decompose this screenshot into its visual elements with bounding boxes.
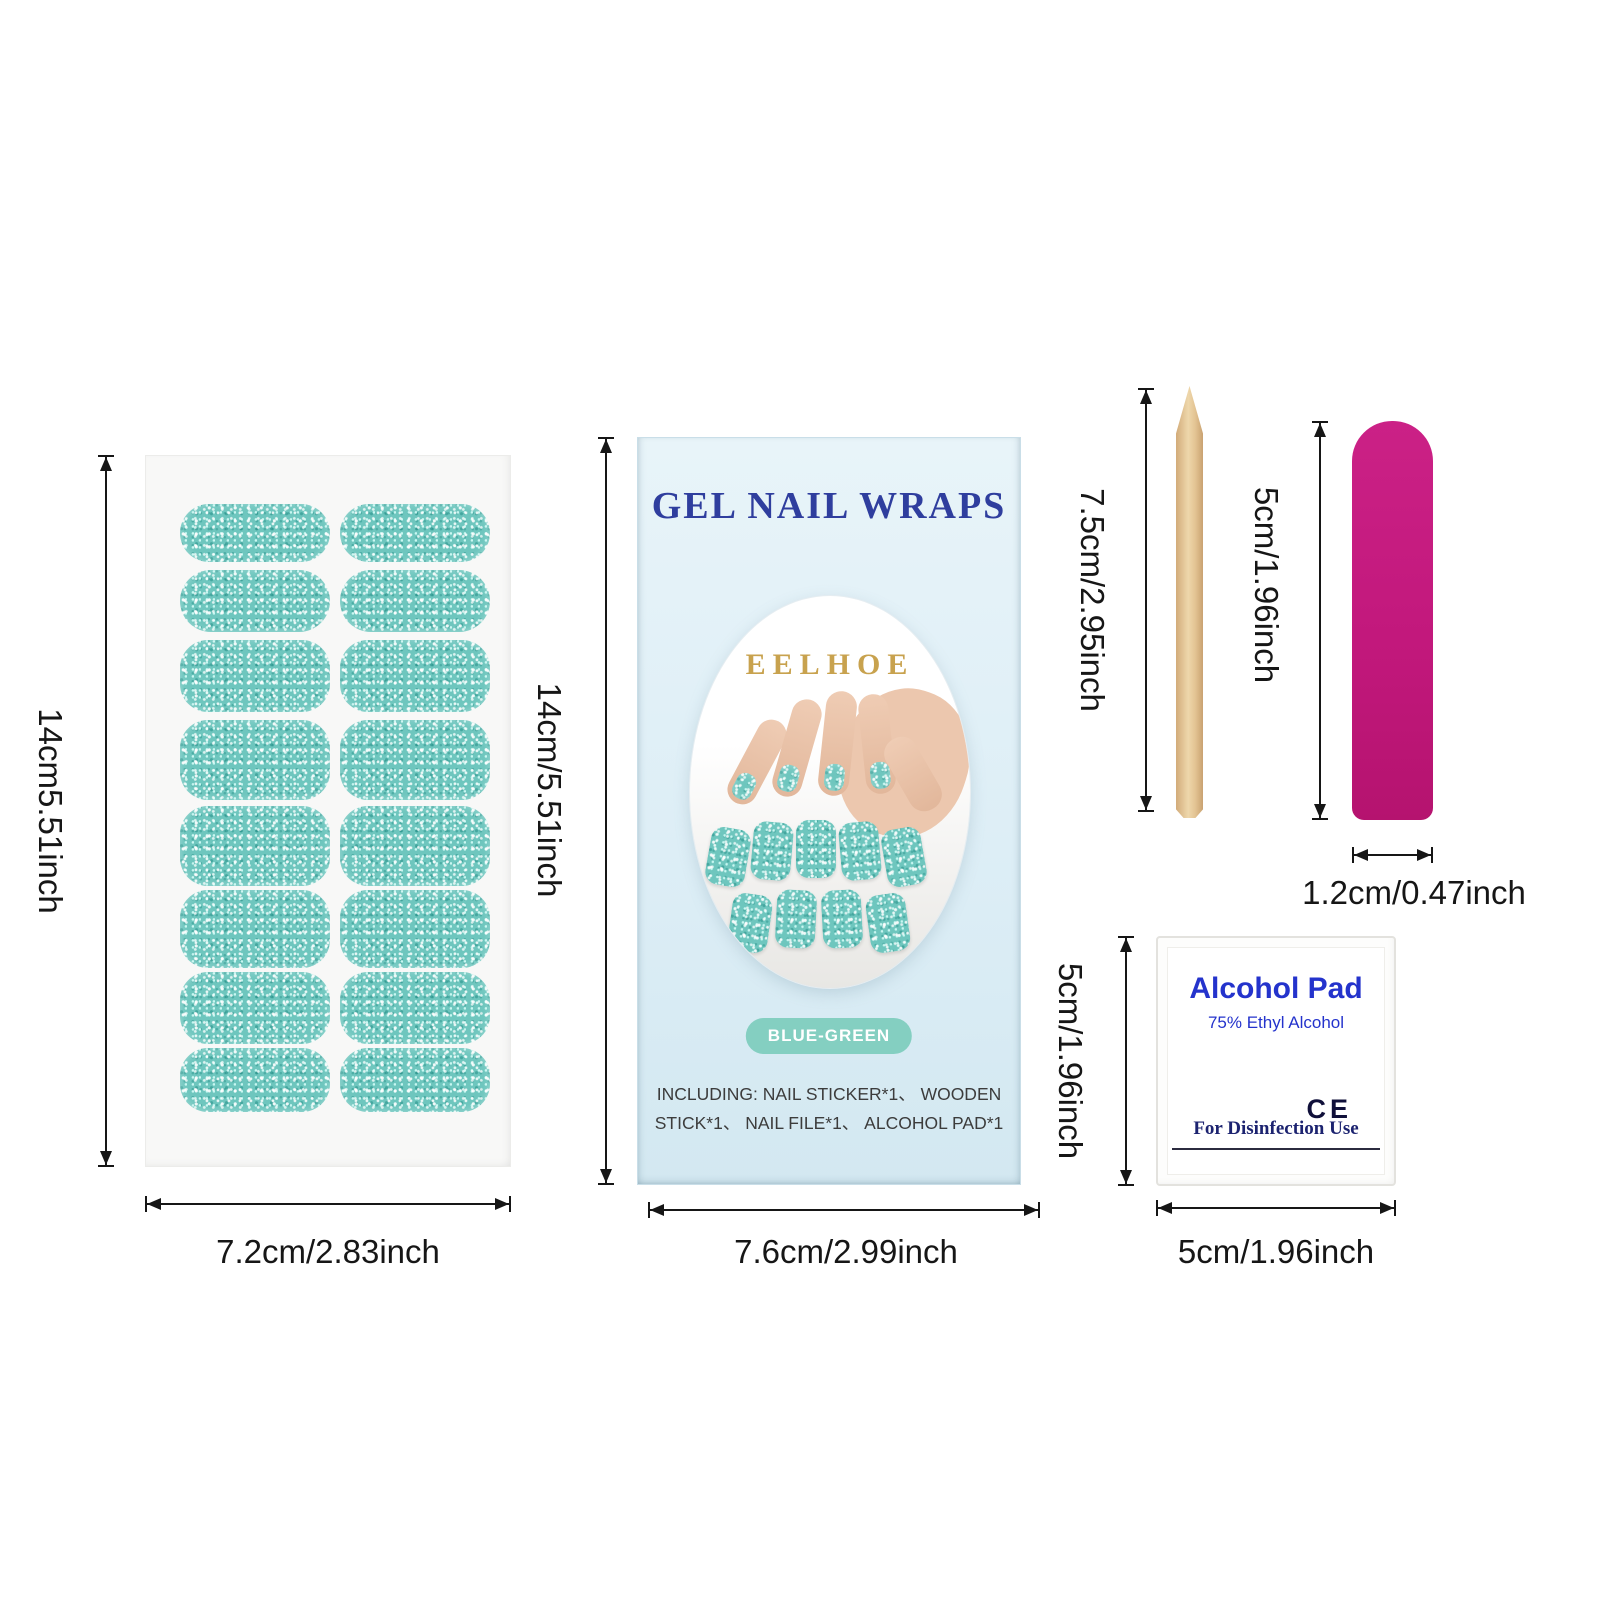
nail-sticker [340,972,490,1044]
alcohol-pad-footer: For Disinfection Use [1193,1118,1359,1139]
nail-sticker [340,720,490,800]
box-height-label: 14cm/5.51inch [531,682,568,898]
stick-length-dimension-arrow [1138,388,1154,812]
stick-length-label: 7.5cm/2.95inch [1074,488,1111,712]
nail-sticker [340,890,490,968]
nail-sticker [180,570,330,632]
nail-wrap-swatch [837,820,883,882]
nail-sticker [180,1048,330,1112]
alcohol-pad-subtitle: 75% Ethyl Alcohol [1207,1013,1345,1032]
nail-sticker-sheet [145,455,511,1167]
sheet-height-label: 14cm5.51inch [32,708,69,914]
pad-height-dimension-arrow [1118,936,1134,1186]
sheet-width-dimension-arrow [145,1196,511,1212]
nail-sticker [180,640,330,712]
nail-sticker [180,720,330,800]
nail-wrap-swatch [726,891,774,955]
product-box: GEL NAIL WRAPS EELHOE BLUE-GREEN [637,437,1021,1185]
file-length-dimension-arrow [1312,421,1328,820]
file-width-label: 1.2cm/0.47inch [1302,874,1526,911]
nail-sticker [340,640,490,712]
nail-wrap-swatch [796,820,836,878]
nail-sticker [180,806,330,886]
alcohol-pad-sachet: Alcohol Pad 75% Ethyl Alcohol CE For Dis… [1156,936,1396,1186]
pad-width-dimension-arrow [1156,1200,1396,1216]
nail-wrap-swatch [749,820,795,882]
box-contents-line2: STICK*1、 NAIL FILE*1、 ALCOHOL PAD*1 [654,1112,1004,1133]
brand-name: EELHOE [745,648,915,681]
pad-width-label: 5cm/1.96inch [1177,1233,1375,1270]
box-title: GEL NAIL WRAPS [651,485,1007,527]
box-width-label: 7.6cm/2.99inch [734,1233,958,1270]
sheet-width-label: 7.2cm/2.83inch [216,1233,440,1270]
wooden-cuticle-stick [1176,386,1203,818]
box-height-dimension-arrow [598,437,614,1185]
finger-nail [728,769,760,803]
nail-sticker [340,504,490,562]
nail-sticker [340,806,490,886]
alcohol-pad-title: Alcohol Pad [1189,972,1363,1005]
finger-nail [822,762,846,792]
pad-height-label: 5cm/1.96inch [1052,962,1089,1160]
nail-sticker [180,504,330,562]
sheet-height-dimension-arrow [98,455,114,1167]
box-contents-line1: INCLUDING: NAIL STICKER*1、 WOODEN [656,1084,1002,1104]
box-contents-text: INCLUDING: NAIL STICKER*1、 WOODEN STICK*… [644,1080,1014,1138]
nail-sticker [180,890,330,968]
nail-sticker [180,972,330,1044]
alcohol-pad-inner: Alcohol Pad 75% Ethyl Alcohol CE For Dis… [1167,947,1385,1175]
nail-file [1352,421,1433,820]
file-length-label: 5cm/1.96inch [1248,486,1285,684]
color-badge: BLUE-GREEN [745,1018,913,1054]
nail-wrap-swatch [820,888,864,950]
nail-wrap-swatch [864,891,912,955]
nail-sticker [340,570,490,632]
nail-wrap-swatch [879,824,929,890]
box-width-dimension-arrow [648,1202,1040,1218]
finger-nail [774,762,802,795]
file-width-dimension-arrow [1352,847,1433,863]
ce-mark: CE [1306,1094,1352,1124]
sachet-seal-line [1172,1148,1380,1150]
box-photo-oval: EELHOE [690,596,970,988]
nail-sticker [340,1048,490,1112]
nail-wrap-swatch [703,824,753,890]
nail-wrap-swatch [774,888,818,950]
